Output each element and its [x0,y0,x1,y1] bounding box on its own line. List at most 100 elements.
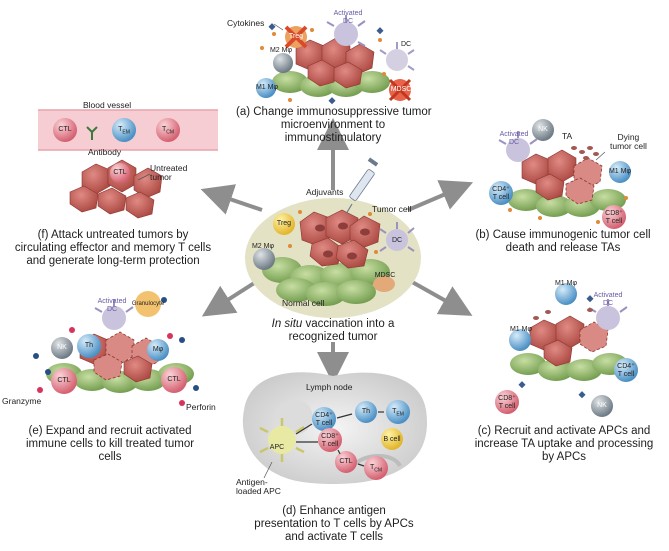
panel-c-tumor-cells [529,315,609,367]
panel-d-cd4-label: CD4⁺ T cell [315,412,333,427]
untreated-tumor-label: Untreated tumor [150,163,188,182]
panel-c-m1-top-label: M1 Mφ [554,280,578,287]
panel-a-m1 [256,78,276,98]
panel-d-apc-label: APC [269,444,285,451]
panel-d-bcell-label: B cell [383,436,401,443]
panel-d-tem-label: TEM [388,408,408,419]
center-dc-label: DC [391,237,403,244]
panel-d-th [355,401,377,423]
panel-b-ta-label: TA [562,131,573,141]
blood-vessel-label: Blood vessel [83,100,132,110]
panel-d-cd4 [312,407,336,431]
panel-f-caption: (f) Attack untreated tumors by circulati… [14,229,212,267]
panel-d-th-label: Th [361,408,371,415]
panel-b-m1-label: M1 Mφ [608,168,632,175]
panel-e-ctl-left-label: CTL [57,377,71,384]
panel-e-granulocyte [135,291,161,317]
arrow-to-f [200,184,263,215]
center-m2-label: M2 Mφ [251,243,275,250]
center-mdsc-label: MDSC [374,272,396,279]
mdsc-cell [373,276,395,292]
center-caption-line2: recognized tumor [288,331,378,343]
antigen-apc-label: Antigen- loaded APC [236,477,281,496]
panel-b-cd8 [602,205,626,229]
perforin-label: Perforin [186,402,216,412]
panel-b-activated-dc-label: Activated DC [499,131,529,146]
panel-b-tumor-cells [521,149,603,205]
panel-d-bcell [381,428,403,450]
panel-f-ctl-tumor-label: CTL [113,169,127,176]
panel-d-ctl [335,451,357,473]
panel-d-tem [386,400,410,424]
normal-cell-label: Normal cell [282,298,325,308]
panel-e-mphi [147,339,169,361]
panel-c-m1-top [555,283,577,305]
panel-a-m1-label: M1 Mφ [255,84,279,91]
arrow-to-b [407,180,474,212]
tumor-cell-label: Tumor cell [372,204,412,214]
panel-e-mphi-label: Mφ [152,346,164,353]
panel-b-caption: (b) Cause immunogenic tumor cell death a… [475,229,651,254]
panel-a-tumor-cells [295,37,375,89]
panel-b-cd4-label: CD4⁺ T cell [492,186,510,201]
panel-a-diamonds [268,23,384,105]
in-situ-text: In situ [271,318,303,330]
panel-f-tcm [156,118,180,142]
cytokines-label: Cytokines [227,18,265,28]
panel-f-tem [112,118,136,142]
panel-d-cd8 [318,428,342,452]
panel-a-dc-label: DC [400,41,412,48]
panel-d-ctl-label: CTL [339,458,353,465]
panel-f-antibody [86,126,98,140]
panel-e-perforin-dots [33,297,199,391]
panel-d-tem-letter: T [392,408,397,415]
panel-e-granulocyte-label: Granulocyte [131,301,165,307]
panel-e-activated-dc [94,299,134,330]
panel-b-dots [508,196,628,224]
panel-d-arrows [295,411,384,467]
treg-cell [273,213,295,235]
panel-e-granzyme-bursts [37,327,185,406]
lymph-node-label: Lymph node [306,382,353,392]
panel-d-apc [259,418,305,462]
panel-e-activated-dc-label: Activated DC [97,298,127,313]
panel-c-m1-left [509,329,531,351]
panel-a-treg-label: Treg [288,33,304,40]
panel-f-ctl-label: CTL [58,126,72,133]
panel-a-dc [379,42,415,71]
panel-d-tcm-letter: T [369,464,375,471]
adjuvant-syringe [345,157,379,215]
panel-c-nk-label: NK [597,402,607,409]
panel-d-tcm-sub: CM [374,467,383,474]
panel-b-activated-dc [498,131,538,162]
panel-a-m2-label: M2 Mφ [269,47,293,54]
panel-a-caption: (a) Change immunosuppressive tumor micro… [236,106,432,144]
panel-c-cd8 [495,390,519,414]
panel-f-tem-sub: EM [122,129,130,136]
panel-d-caption: (d) Enhance antigen presentation to T ce… [254,505,414,543]
panel-d-tcm [364,456,388,480]
panel-f-ctl-tumor [110,163,130,183]
panel-d-tem-sub: EM [396,411,404,418]
panel-a-activated-dc-label: Activated DC [333,10,363,25]
panel-c-tumor-antigens [533,308,593,320]
panel-a-m2 [273,53,293,73]
panel-e-ctl-right [161,367,187,393]
adjuvant-dots [288,210,378,254]
panel-b-nk [532,119,554,141]
tumor-cells [299,209,381,269]
panel-c-caption: (c) Recruit and activate APCs and increa… [474,425,654,463]
panel-e-ctl-right-label: CTL [167,376,181,383]
panel-e-caption: (e) Expand and recruit activated immune … [25,425,195,463]
center-caption-rest: vaccination into a [302,318,395,330]
panel-a-mdsc-crossed [388,78,412,102]
panel-f-tcm-sub: CM [166,129,175,136]
panel-b-cd4 [489,181,513,205]
granzyme-label: Granzyme [2,396,42,406]
panel-f-tem-letter: T [118,126,123,133]
panel-b-dying-label: Dying tumor cell [610,132,647,151]
